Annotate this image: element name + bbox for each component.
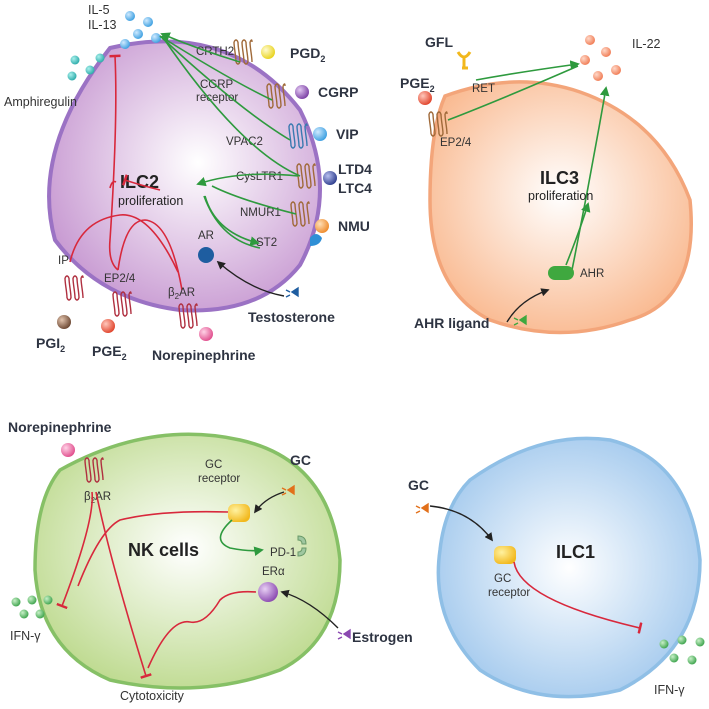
ilc1-title: ILC1 bbox=[556, 542, 595, 562]
pgd2-ligand bbox=[261, 45, 275, 59]
ilc2-activation-arrows bbox=[159, 32, 301, 249]
cytotoxicity-label: Cytotoxicity bbox=[120, 689, 185, 703]
ep24-label-ilc2: EP2/4 bbox=[104, 273, 136, 285]
vip-ligand bbox=[313, 127, 327, 141]
norepinephrine-ligand-ilc2 bbox=[199, 327, 213, 341]
ahr-ligand-arrow bbox=[506, 288, 550, 323]
b2ar-label-ilc2: β2AR bbox=[168, 287, 195, 301]
gc-arrow-ilc1 bbox=[429, 505, 493, 542]
gc-ligand-ilc1 bbox=[415, 502, 429, 514]
nk-inhibition-lines bbox=[56, 491, 257, 679]
panel-ilc1: GC GC receptor ILC1 IFN-γ bbox=[408, 436, 705, 699]
pgi2-label: PGI2 bbox=[36, 335, 65, 354]
nmu-ligand bbox=[315, 219, 329, 233]
cgrp-ligand bbox=[295, 85, 309, 99]
amphiregulin-label: Amphiregulin bbox=[4, 95, 77, 109]
estrogen-arrow bbox=[280, 589, 339, 629]
ifng-molecules-ilc1 bbox=[659, 635, 705, 665]
ilc2-inhibition-lines bbox=[69, 54, 183, 291]
gc-receptor-label-2-ilc1: receptor bbox=[488, 587, 530, 599]
ltc4-label: LTC4 bbox=[338, 180, 372, 196]
gc-label-nk: GC bbox=[290, 452, 311, 468]
testosterone-label: Testosterone bbox=[248, 309, 335, 325]
gc-receptor-ilc1 bbox=[494, 546, 516, 564]
b2ar-label-nk: β2AR bbox=[84, 491, 111, 505]
pge2-label-ilc3: PGE2 bbox=[400, 75, 435, 94]
gc-label-ilc1: GC bbox=[408, 477, 429, 493]
il5-il13-molecules bbox=[120, 11, 161, 49]
ip-label: IP bbox=[58, 255, 69, 267]
gc-receptor-label-1-nk: GC bbox=[205, 459, 222, 471]
ilc3-cell-membrane bbox=[428, 80, 693, 335]
ifng-label-nk: IFN-γ bbox=[10, 629, 41, 643]
ilc3-title: ILC3 bbox=[540, 168, 579, 188]
pgi2-ligand bbox=[57, 315, 71, 329]
era-receptor bbox=[258, 582, 278, 602]
panel-nk: Norepinephrine β2AR GC GC receptor PD-1 … bbox=[8, 419, 413, 703]
amphiregulin-molecules bbox=[67, 53, 105, 81]
ar-receptor bbox=[198, 247, 214, 263]
pd1-label: PD-1 bbox=[270, 547, 296, 559]
ahr-label: AHR bbox=[580, 268, 604, 280]
gc-pd1-arrow bbox=[219, 519, 264, 556]
gfl-ligand bbox=[456, 51, 472, 70]
ilc3-subtitle: proliferation bbox=[528, 189, 593, 203]
il22-label: IL-22 bbox=[632, 37, 661, 51]
gc-receptor-label-2-nk: receptor bbox=[198, 473, 240, 485]
norepinephrine-label-nk: Norepinephrine bbox=[8, 419, 112, 435]
ilc1-cell-membrane bbox=[436, 436, 702, 699]
ilc1-inhibition-line bbox=[513, 561, 643, 634]
gc-receptor-nk bbox=[228, 504, 250, 522]
st2-receptor bbox=[310, 234, 322, 246]
ltd4-ltc4-ligand bbox=[323, 171, 337, 185]
testosterone-ligand bbox=[285, 286, 299, 298]
gfl-label: GFL bbox=[425, 34, 453, 50]
nmur1-label: NMUR1 bbox=[240, 207, 281, 219]
era-label: ERα bbox=[262, 566, 285, 578]
pgd2-label: PGD2 bbox=[290, 45, 325, 64]
panel-ilc3: GFL RET PGE2 EP2/4 IL-22 ILC3 proliferat… bbox=[400, 34, 693, 335]
pd1-receptor bbox=[297, 535, 307, 557]
gc-ligand-nk bbox=[281, 484, 295, 496]
ifng-label-ilc1: IFN-γ bbox=[654, 683, 685, 697]
st2-label: ST2 bbox=[256, 237, 277, 249]
nk-title: NK cells bbox=[128, 540, 199, 560]
pge2-ligand-ilc3 bbox=[418, 91, 432, 105]
crth2-label: CRTH2 bbox=[196, 46, 234, 58]
ip-receptor bbox=[64, 275, 84, 301]
il22-molecules bbox=[580, 35, 621, 81]
cysltr1-label: CysLTR1 bbox=[236, 171, 283, 183]
ifng-molecules-nk bbox=[11, 595, 53, 619]
vip-label: VIP bbox=[336, 126, 359, 142]
pge2-ligand-ilc2 bbox=[101, 319, 115, 333]
ahr-ligand bbox=[513, 314, 527, 326]
ltd4-label: LTD4 bbox=[338, 161, 372, 177]
testosterone-arrow bbox=[216, 260, 285, 297]
gc-arrow-nk bbox=[254, 491, 285, 514]
ret-label: RET bbox=[472, 83, 495, 95]
il13-label: IL-13 bbox=[88, 18, 117, 32]
estrogen-ligand bbox=[337, 628, 351, 640]
pge2-label-ilc2: PGE2 bbox=[92, 343, 127, 362]
cgrp-label: CGRP bbox=[318, 84, 358, 100]
ep24-label-ilc3: EP2/4 bbox=[440, 137, 472, 149]
ar-label: AR bbox=[198, 230, 214, 242]
norepinephrine-label-ilc2: Norepinephrine bbox=[152, 347, 256, 363]
ahr-ligand-label: AHR ligand bbox=[414, 315, 489, 331]
ilc3-activation-arrows bbox=[447, 60, 610, 271]
ahr-receptor bbox=[548, 266, 574, 280]
norepinephrine-ligand-nk bbox=[61, 443, 75, 457]
ilc2-subtitle: proliferation bbox=[118, 194, 183, 208]
cgrp-receptor-label-1: CGRP bbox=[200, 79, 234, 91]
nmu-label: NMU bbox=[338, 218, 370, 234]
nk-cell-membrane bbox=[33, 432, 342, 690]
gc-receptor-label-1-ilc1: GC bbox=[494, 573, 511, 585]
il5-label: IL-5 bbox=[88, 3, 110, 17]
panel-ilc2: IL-5 IL-13 Amphiregulin PGD2 CGRP VIP LT… bbox=[4, 3, 372, 363]
estrogen-label: Estrogen bbox=[352, 629, 413, 645]
